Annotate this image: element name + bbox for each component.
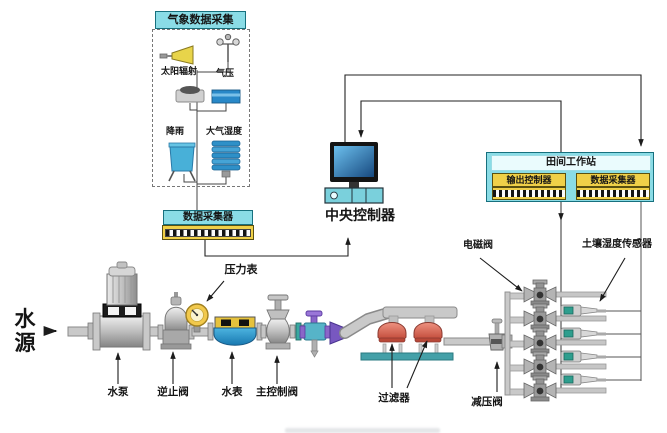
field-workstation-panel: 田间工作站 输出控制器 数据采集器 [486,152,654,202]
soil-moisture-sensor-icon [560,350,607,363]
pressure-gauge-label: 压力表 [224,264,258,276]
caption-fragment [285,428,440,433]
field-data-collector-module: 数据采集器 [577,174,649,199]
check-valve-label: 逆止阀 [157,386,189,398]
rain-gauge-icon [168,142,196,182]
output-controller-strip [493,188,565,199]
pressure-reducing-valve-icon [488,318,506,351]
barometer-box-icon [211,89,241,104]
data-line-weather-to-controller [204,237,351,257]
solenoid-valve-icon [523,279,607,306]
soil-moisture-sensor-icon [560,304,607,317]
humidity-shield-icon [211,140,241,178]
weather-data-collector-label: 数据采集器 [163,210,253,225]
sensor-label-pressure: 气压 [215,68,234,78]
bent-pipe [339,307,394,339]
comm-line-controller-to-fieldstation [344,74,644,147]
sensor-label-solar: 太阳辐射 [160,66,197,76]
main-control-valve-icon [260,294,296,350]
anemometer-icon [216,33,240,62]
soil-moisture-sensor-icon [560,373,607,386]
water-source-label: 水源 [14,308,36,355]
sensor-label-rain: 降雨 [165,126,184,136]
solar-radiation-icon [159,45,194,65]
solenoid-valve-label: 电磁阀 [463,240,493,251]
output-controller-module: 输出控制器 [493,174,565,199]
soil-sensor-label: 土壤湿度传感器 [582,239,652,250]
comm-line-fieldstation-to-controller [358,100,562,152]
computer-monitor-icon [324,142,384,204]
sensor-data-lines [600,202,642,381]
collector-strip [165,229,251,237]
weather-data-collector-device [163,226,253,239]
pressure-reducing-valve-label: 减压阀 [471,396,503,408]
bypass-valve-icon [299,310,331,358]
field-workstation-title: 田间工作站 [491,155,651,171]
weather-station-title: 气象数据采集 [155,11,246,29]
filter-icon [360,306,507,361]
pump-label: 水泵 [107,386,129,398]
label-arrows [115,257,626,392]
output-controller-label: 输出控制器 [493,174,565,186]
filter-label: 过滤器 [378,392,410,404]
weather-station-box [152,29,250,187]
manifold-pipe [501,291,527,396]
central-controller-label: 中央控制器 [325,207,395,223]
field-data-collector-strip [577,188,649,199]
main-control-valve-label: 主控制阀 [256,386,298,398]
field-data-collector-label: 数据采集器 [577,174,649,186]
pressure-gauge-icon [185,303,209,333]
water-meter-label: 水表 [221,386,243,398]
water-pump-icon [87,261,151,351]
water-meter-icon [207,316,263,346]
soil-moisture-sensor-icon [560,327,607,340]
sensor-label-humidity: 大气湿度 [205,126,242,136]
pyranometer-icon [175,86,205,103]
